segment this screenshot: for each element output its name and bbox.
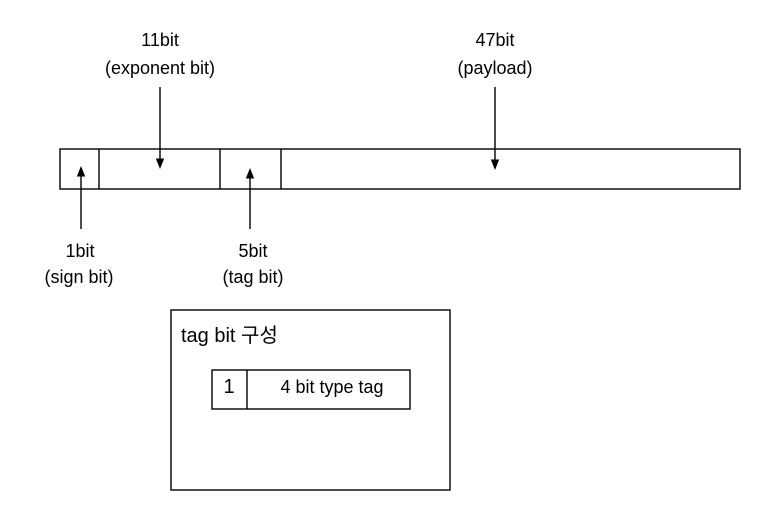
arrow-up-icon bbox=[245, 168, 255, 179]
tag-composition-box bbox=[170, 309, 451, 491]
sign-label-bits: 1bit bbox=[65, 241, 94, 261]
payload-label-bits: 47bit bbox=[475, 30, 514, 50]
tag-composition-title: tag bit 구성 bbox=[181, 324, 278, 347]
bit-field-bar bbox=[59, 148, 741, 190]
sign-label-name: (sign bit) bbox=[44, 267, 113, 287]
tag-label-name: (tag bit) bbox=[222, 267, 283, 287]
tag-inner-bar bbox=[211, 369, 411, 410]
arrow-up-icon bbox=[76, 166, 86, 177]
tag-inner-cell1: 1 bbox=[223, 376, 234, 398]
payload-arrow bbox=[490, 87, 500, 170]
arrow-down-icon bbox=[155, 158, 165, 169]
tag-arrow bbox=[245, 168, 255, 229]
arrow-down-icon bbox=[490, 159, 500, 170]
exponent-label-name: (exponent bit) bbox=[105, 58, 215, 78]
tag-label-bits: 5bit bbox=[238, 241, 267, 261]
exponent-label-bits: 11bit bbox=[141, 30, 179, 50]
tag-inner-cell2: 4 bit type tag bbox=[280, 377, 383, 397]
payload-label-name: (payload) bbox=[457, 58, 532, 78]
exponent-arrow bbox=[155, 87, 165, 169]
sign-arrow bbox=[76, 166, 86, 229]
